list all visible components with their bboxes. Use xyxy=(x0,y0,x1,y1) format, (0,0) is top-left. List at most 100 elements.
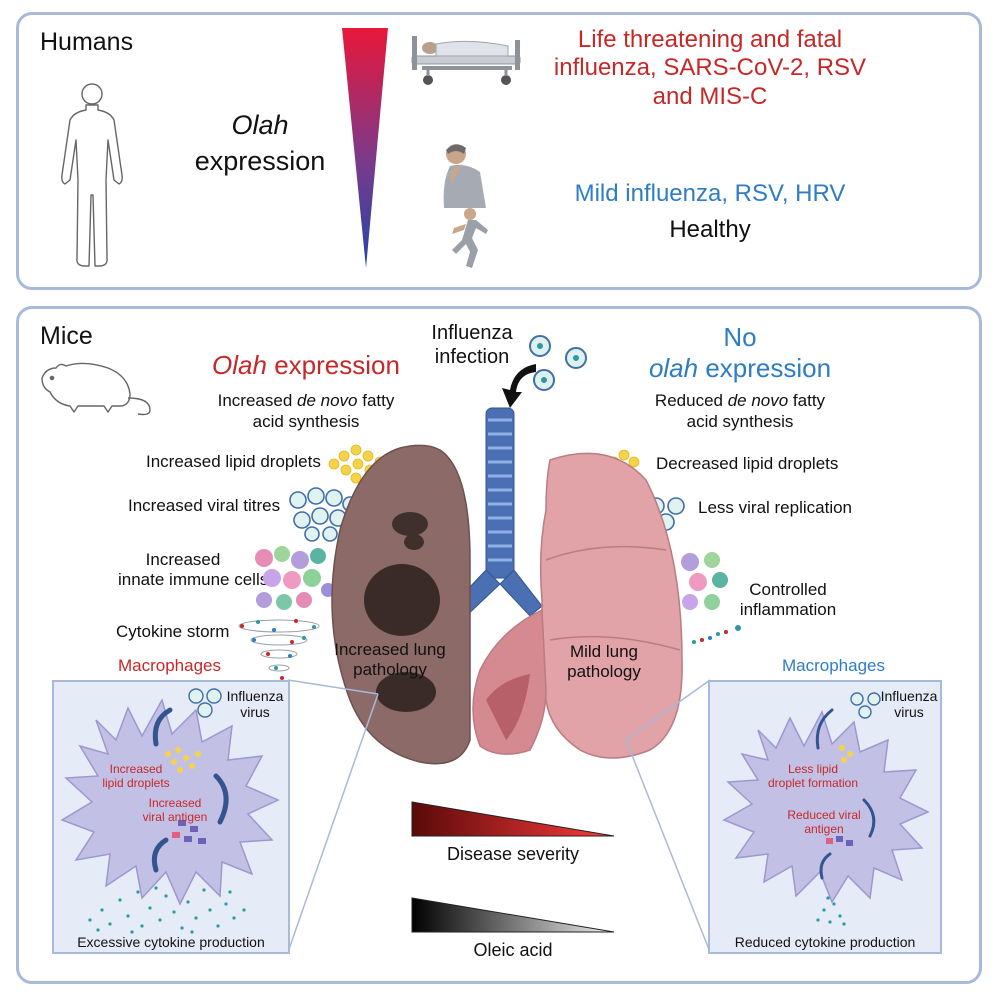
lesion-4 xyxy=(376,672,436,712)
left-fatty-acid-label: Increased de novo fatty acid synthesis xyxy=(186,390,426,433)
left-fatty-b: de novo xyxy=(297,391,358,410)
controlled-immune-icon xyxy=(681,552,728,610)
olah-expression-label: Olah expression xyxy=(180,110,340,178)
macro-right-virus-line-1: Influenza xyxy=(880,688,938,704)
macro-left-cytokine-label: Excessive cytokine production xyxy=(77,934,265,950)
no-olah-expression-heading: No olah expression xyxy=(620,322,860,383)
macrophage-icon xyxy=(60,698,280,906)
macro-right-lipid-line-1: Less lipid xyxy=(787,762,839,776)
disease-severity-label: Disease severity xyxy=(446,844,580,864)
left-immune-line-2: innate immune cells xyxy=(118,570,269,590)
right-lung-pathology-label: Mild lung pathology xyxy=(554,642,654,681)
mild-disease-label: Mild influenza, RSV, HRV xyxy=(574,180,846,207)
trachea xyxy=(447,407,543,621)
olah-expression-heading: Olah expression xyxy=(186,350,426,381)
macro-right-antigen-line-1: Reduced viral xyxy=(787,808,861,822)
right-heading-line-1: No xyxy=(723,322,757,352)
left-fatty-line-2: acid synthesis xyxy=(252,412,360,432)
macro-right-virus-line-2: virus xyxy=(894,704,924,721)
macro-left-title: Macrophages xyxy=(118,656,222,675)
macrophage-right-icon xyxy=(722,708,930,904)
severe-disease-label: Life threatening and fatal influenza, SA… xyxy=(520,26,900,111)
olah-word: Olah xyxy=(231,110,289,140)
macro-right-antigen-label: Reduced viral antigen xyxy=(774,808,874,837)
right-lung-line-2: pathology xyxy=(567,661,641,681)
lesion-3 xyxy=(364,564,440,636)
macro-left-lipid-label: Increased lipid droplets xyxy=(86,762,186,791)
hospital-bed-icon xyxy=(411,36,521,85)
right-fatty-acid-label: Reduced de novo fatty acid synthesis xyxy=(620,390,860,433)
lesion-2 xyxy=(404,534,424,550)
left-cytokine-label: Cytokine storm xyxy=(116,622,230,641)
macro-left-lipid-line-1: Increased xyxy=(109,762,163,776)
healthy-label: Healthy xyxy=(669,216,751,243)
immune-cell-icon xyxy=(255,546,335,610)
infection-line-1: Influenza xyxy=(431,322,513,344)
right-lipid-label: Decreased lipid droplets xyxy=(656,454,839,473)
left-viral-label: Increased viral titres xyxy=(128,496,281,515)
left-lung-line-1: Increased lung xyxy=(334,640,446,659)
left-heading-italic: Olah xyxy=(212,350,267,380)
oleic-acid-label: Oleic acid xyxy=(473,940,553,960)
right-inflam-line-2: inflammation xyxy=(739,600,837,620)
macro-right-virus-label: Influenza virus xyxy=(876,688,942,720)
macro-left-virus-line-1: Influenza xyxy=(226,688,284,704)
macro-right-virus-icon xyxy=(850,692,881,719)
macro-left-antigen-line-2: viral antigen xyxy=(142,810,208,825)
right-heading-italic: olah xyxy=(648,352,699,383)
mouse-icon xyxy=(41,362,151,416)
right-fatty-a: Reduced xyxy=(654,391,728,410)
left-lung-line-2: pathology xyxy=(353,659,427,679)
influenza-infection-label: Influenza infection xyxy=(414,322,530,369)
right-heading-rest: expression xyxy=(698,352,832,383)
macro-right-cytokine-label: Reduced cytokine production xyxy=(734,934,916,950)
right-fatty-line-2: acid synthesis xyxy=(686,412,794,432)
infection-line-2: infection xyxy=(434,345,510,368)
left-heading-rest: expression xyxy=(266,350,400,380)
severe-line-3: and MIS-C xyxy=(652,82,768,110)
right-fatty-b: de novo xyxy=(727,391,789,410)
macro-right-antigen-line-2: antigen xyxy=(804,822,844,837)
left-fatty-a: Increased xyxy=(217,391,298,410)
macro-right-lipid-line-2: droplet formation xyxy=(767,776,859,791)
runner-icon xyxy=(452,208,488,268)
humans-title: Humans xyxy=(40,28,134,56)
right-inflammation-label: Controlled inflammation xyxy=(728,580,848,620)
controlled-cytokine-icon xyxy=(692,625,741,644)
right-fatty-c: fatty xyxy=(788,391,826,410)
human-outline-icon xyxy=(61,83,123,267)
severe-line-2: influenza, SARS-CoV-2, RSV xyxy=(553,54,867,82)
macro-right-cytokine-icon xyxy=(816,896,846,926)
virus-icon xyxy=(529,335,587,391)
lungs-icon xyxy=(331,407,683,765)
macro-left-antigen-label: Increased viral antigen xyxy=(130,796,220,825)
disease-severity-wedge xyxy=(411,801,615,837)
left-lung-pathology-label: Increased lung pathology xyxy=(330,640,450,679)
cytokine-storm-icon xyxy=(238,619,320,680)
macro-left-lipid-line-2: lipid droplets xyxy=(102,776,170,791)
infection-arrow-icon xyxy=(502,364,536,408)
right-viral-label: Less viral replication xyxy=(698,498,853,517)
coughing-person-icon xyxy=(443,144,486,208)
olah-gradient-triangle xyxy=(342,28,388,268)
left-lipid-label: Increased lipid droplets xyxy=(146,452,321,471)
macro-right-title: Macrophages xyxy=(782,656,886,675)
macro-left-cytokine-icon xyxy=(88,886,246,934)
macro-left-virus-icon xyxy=(188,688,222,718)
expression-word: expression xyxy=(194,145,326,176)
oleic-acid-wedge xyxy=(411,897,615,933)
lesion-1 xyxy=(392,512,428,536)
macro-left-virus-line-2: virus xyxy=(240,704,270,721)
macro-left-antigen-line-1: Increased xyxy=(148,796,202,810)
severe-line-1: Life threatening and fatal xyxy=(577,26,843,53)
right-inflam-line-1: Controlled xyxy=(749,580,827,599)
left-immune-line-1: Increased xyxy=(145,550,221,569)
healthy-lung xyxy=(539,452,683,759)
mice-title: Mice xyxy=(40,322,93,350)
macro-left-virus-label: Influenza virus xyxy=(222,688,288,720)
left-immune-label: Increased innate immune cells xyxy=(118,550,269,590)
right-lung-line-1: Mild lung xyxy=(569,642,639,661)
macro-right-lipid-label: Less lipid droplet formation xyxy=(758,762,868,791)
left-fatty-c: fatty xyxy=(357,391,395,410)
